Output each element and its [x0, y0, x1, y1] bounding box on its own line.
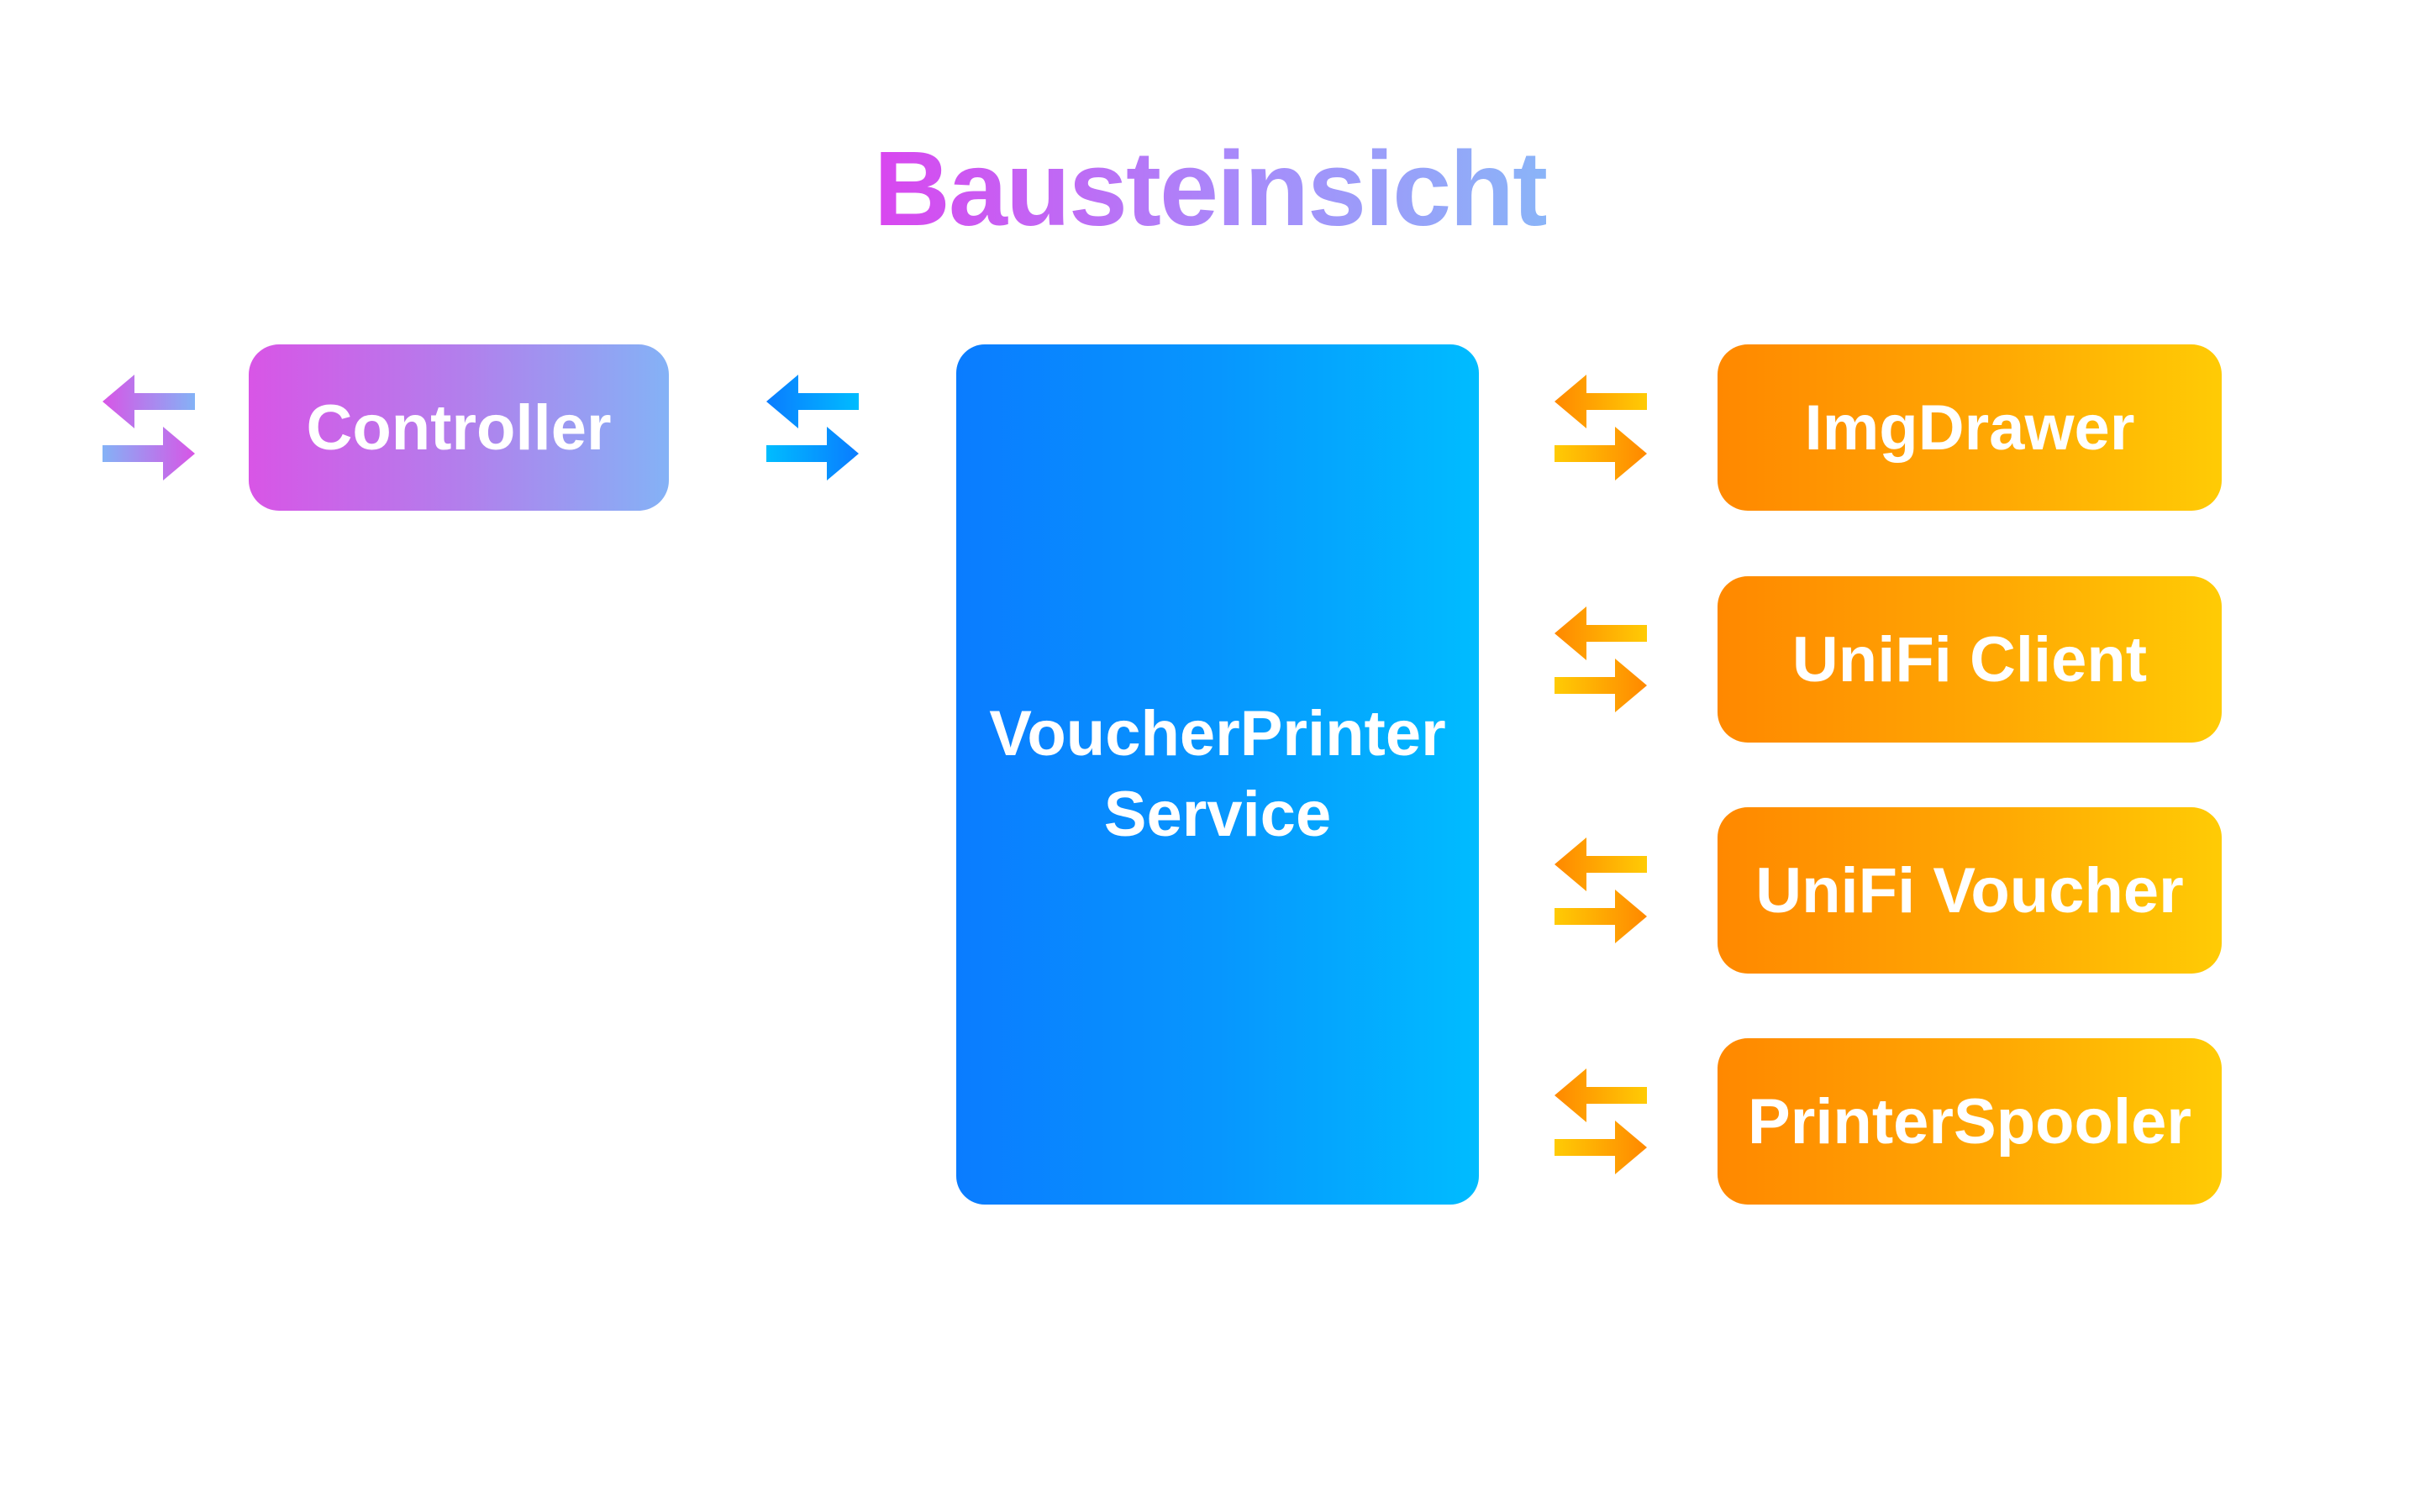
imgdrawer-component[interactable]: ImgDrawer — [1718, 344, 2222, 511]
service-label-line2: Service — [1103, 779, 1332, 850]
bidirectional-arrows-icon — [766, 375, 859, 480]
service-label-line1: VoucherPrinter — [989, 698, 1446, 769]
controller-label: Controller — [306, 391, 612, 464]
bidirectional-arrows-icon — [103, 375, 195, 480]
voucherprinter-service-component[interactable]: VoucherPrinter Service — [956, 344, 1479, 1205]
printer-spooler-component[interactable]: PrinterSpooler — [1718, 1038, 2222, 1205]
controller-component[interactable]: Controller — [249, 344, 669, 511]
bidirectional-arrows-icon — [1555, 1068, 1647, 1174]
unifi-voucher-component[interactable]: UniFi Voucher — [1718, 807, 2222, 974]
diagram-title-text: Bausteinsicht — [873, 129, 1548, 248]
unifi-client-label: UniFi Client — [1791, 623, 2148, 696]
imgdrawer-label: ImgDrawer — [1804, 391, 2135, 464]
printer-spooler-label: PrinterSpooler — [1748, 1085, 2191, 1158]
unifi-voucher-label: UniFi Voucher — [1755, 854, 2184, 927]
unifi-client-component[interactable]: UniFi Client — [1718, 576, 2222, 743]
diagram-title: Bausteinsicht — [0, 126, 2420, 252]
bidirectional-arrows-icon — [1555, 375, 1647, 480]
bidirectional-arrows-icon — [1555, 606, 1647, 712]
bidirectional-arrows-icon — [1555, 837, 1647, 943]
